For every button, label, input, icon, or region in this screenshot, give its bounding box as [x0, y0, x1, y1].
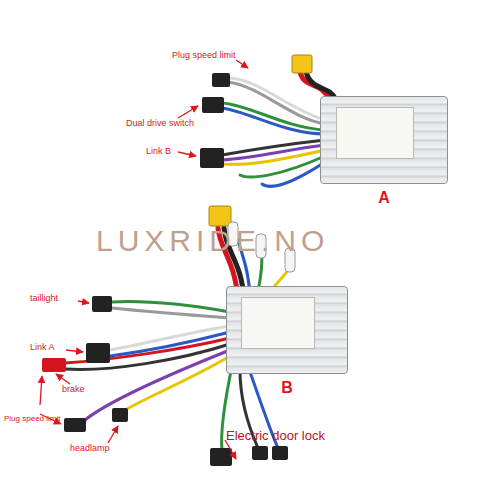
controller-sticker: [241, 297, 315, 349]
wire-bundle-a: [222, 72, 336, 186]
connector-label: Plug speed limit: [172, 50, 236, 60]
controller-box: B: [226, 286, 348, 374]
controller-box: A: [320, 96, 448, 184]
connector-label: Electric door lock: [226, 428, 325, 443]
connector-label: brake: [62, 384, 85, 394]
connector-label: taillight: [30, 293, 58, 303]
watermark: LUXRIDE.NO: [96, 224, 329, 258]
controller-letter: B: [227, 379, 347, 397]
leader-arrows: [40, 60, 248, 459]
connector-label: Dual drive switch: [126, 118, 194, 128]
connector-label: headlamp: [70, 443, 110, 453]
connector-label: Link A: [30, 342, 55, 352]
controller-sticker: [336, 107, 414, 159]
controller-letter: A: [321, 189, 447, 207]
connector-label: Plug speed limit: [4, 414, 60, 423]
connectors-a: [200, 55, 312, 168]
connector-label: Link B: [146, 146, 171, 156]
